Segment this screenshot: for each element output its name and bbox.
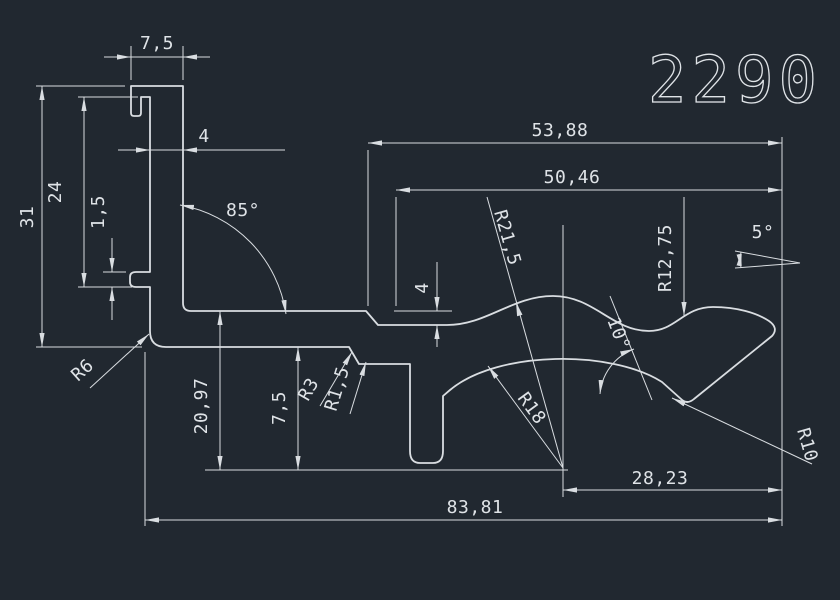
dim-lip-1-5: 1,5 (88, 195, 126, 320)
dim-radius-10: R10 (671, 397, 822, 465)
dim-span-83-81: 83,81 (144, 352, 782, 526)
dim-radius-1-5: R1,5 (321, 361, 367, 415)
dim-angle-85: 85° (179, 200, 287, 315)
dim-radius-21-5-label: R21,5 (489, 208, 525, 268)
dim-span-83-81-label: 83,81 (447, 497, 504, 518)
dim-wall-thickness: 4 (118, 126, 285, 153)
dim-height-24: 24 (45, 96, 138, 288)
dim-span-28-23: 28,23 (563, 468, 782, 493)
dim-angle-85-label: 85° (226, 200, 260, 221)
dim-radius-1-5-label: R1,5 (321, 364, 354, 414)
dim-radius-6: R6 (67, 333, 150, 389)
dim-height-7-5: 7,5 (269, 347, 301, 470)
dim-radius-12-75: R12,75 (655, 197, 687, 316)
dim-step-4-label: 4 (412, 282, 433, 293)
dim-top-width-label: 7,5 (140, 33, 174, 54)
dim-angle-5-label: 5° (752, 222, 775, 243)
dim-radius-12-75-label: R12,75 (655, 224, 676, 292)
drawing-number: 2290 (648, 44, 822, 118)
dim-height-31-label: 31 (17, 206, 38, 229)
dim-height-20-97: 20,97 (191, 311, 223, 470)
dim-height-20-97-label: 20,97 (191, 378, 212, 435)
dim-span-53-88-label: 53,88 (532, 120, 589, 141)
dim-angle-10: 10° (598, 295, 653, 401)
dim-radius-10-label: R10 (792, 426, 822, 464)
dim-span-28-23-label: 28,23 (632, 468, 689, 489)
dim-top-width: 7,5 (104, 33, 210, 80)
dim-height-31: 31 (17, 85, 142, 348)
dim-span-50-46-label: 50,46 (544, 167, 601, 188)
dim-span-53-88: 53,88 (367, 120, 782, 306)
dim-height-7-5-label: 7,5 (269, 391, 290, 425)
profile-outline (129, 85, 776, 464)
dim-radius-3-label: R3 (294, 374, 324, 404)
dim-radius-21-5: R21,5 (486, 196, 564, 469)
dim-wall-thickness-label: 4 (198, 126, 209, 147)
dim-angle-10-label: 10° (602, 314, 634, 353)
dim-radius-18-label: R18 (513, 389, 550, 429)
dim-span-50-46: 50,46 (395, 167, 782, 306)
dim-lip-1-5-label: 1,5 (88, 195, 109, 229)
dim-angle-5: 5° (734, 222, 801, 269)
dim-step-4: 4 (394, 262, 452, 347)
dim-radius-6-label: R6 (67, 355, 98, 386)
dim-radius-18: R18 (487, 365, 564, 469)
dim-height-24-label: 24 (45, 181, 66, 204)
